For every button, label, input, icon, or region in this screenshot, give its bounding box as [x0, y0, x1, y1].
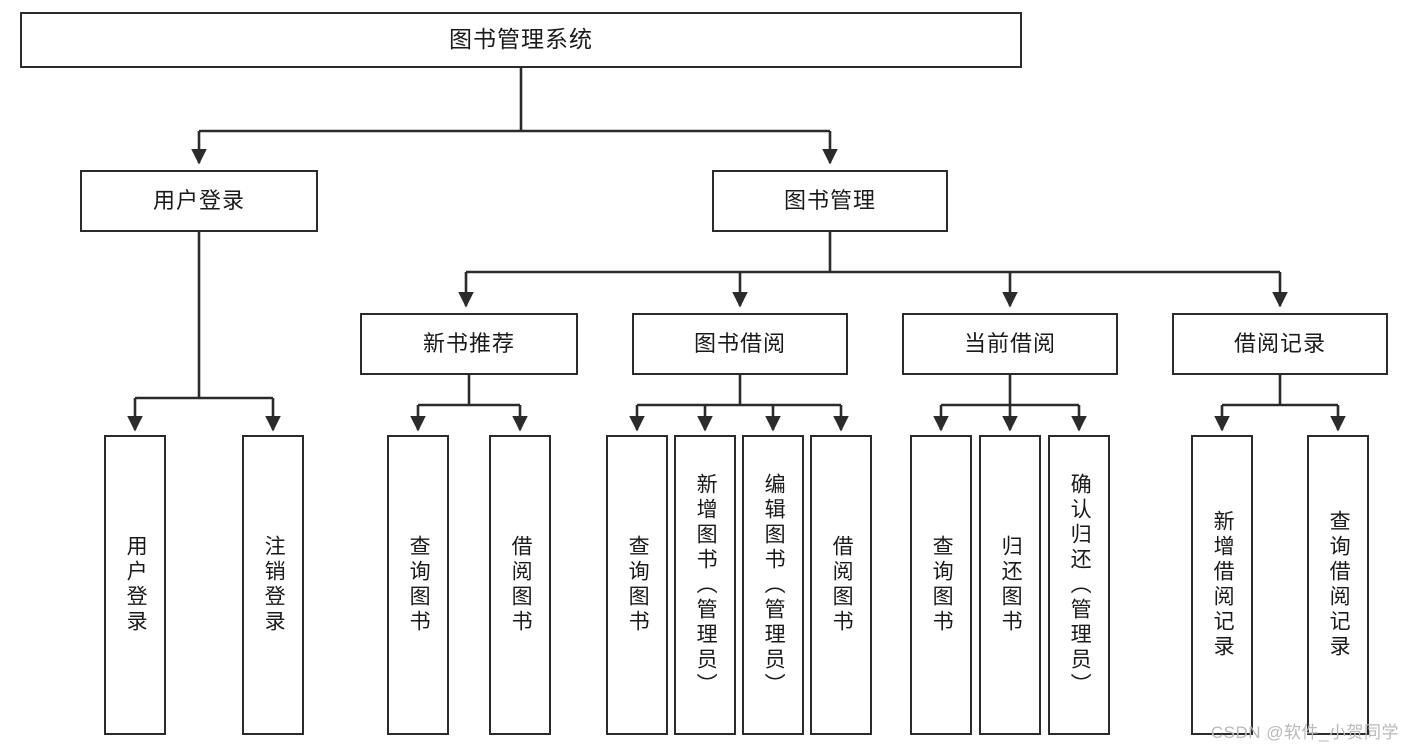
node-leaf-borrow-book-2-label: 借阅图书: [830, 535, 854, 635]
node-new-book-recommend[interactable]: 新书推荐: [360, 313, 578, 375]
node-leaf-logout-label: 注销登录: [262, 535, 286, 635]
node-borrow-records[interactable]: 借阅记录: [1172, 313, 1388, 375]
node-leaf-query-borrow-record[interactable]: 查询借阅记录: [1307, 435, 1369, 735]
node-leaf-user-login[interactable]: 用户登录: [104, 435, 166, 735]
node-leaf-query-book-3[interactable]: 查询图书: [910, 435, 972, 735]
node-borrow-records-label: 借阅记录: [1233, 330, 1326, 356]
node-leaf-return-book-label: 归还图书: [999, 535, 1023, 635]
node-leaf-user-login-label: 用户登录: [124, 535, 148, 635]
node-leaf-borrow-book-1-label: 借阅图书: [509, 535, 533, 635]
node-leaf-query-book-3-label: 查询图书: [930, 535, 954, 635]
node-user-login-label: 用户登录: [152, 187, 245, 213]
node-leaf-add-book-admin[interactable]: 新增图书（管理员）: [674, 435, 736, 735]
node-book-management[interactable]: 图书管理: [712, 170, 948, 232]
node-new-book-recommend-label: 新书推荐: [422, 330, 515, 356]
node-leaf-edit-book-admin-label: 编辑图书（管理员）: [762, 472, 786, 698]
node-leaf-query-book-1-label: 查询图书: [407, 535, 431, 635]
node-leaf-add-book-admin-label: 新增图书（管理员）: [694, 472, 718, 698]
node-leaf-query-book-1[interactable]: 查询图书: [387, 435, 449, 735]
node-root[interactable]: 图书管理系统: [20, 12, 1022, 68]
node-current-borrow[interactable]: 当前借阅: [902, 313, 1118, 375]
node-leaf-query-book-2[interactable]: 查询图书: [606, 435, 668, 735]
watermark: CSDN @软件_小贺同学: [1210, 723, 1399, 742]
node-user-login[interactable]: 用户登录: [80, 170, 318, 232]
node-current-borrow-label: 当前借阅: [963, 330, 1056, 356]
node-leaf-borrow-book-1[interactable]: 借阅图书: [489, 435, 551, 735]
node-book-management-label: 图书管理: [783, 187, 876, 213]
node-leaf-confirm-return-admin-label: 确认归还（管理员）: [1068, 472, 1092, 698]
node-book-borrow[interactable]: 图书借阅: [632, 313, 848, 375]
node-leaf-logout[interactable]: 注销登录: [242, 435, 304, 735]
node-book-borrow-label: 图书借阅: [693, 330, 786, 356]
node-root-label: 图书管理系统: [449, 26, 593, 53]
node-leaf-edit-book-admin[interactable]: 编辑图书（管理员）: [742, 435, 804, 735]
node-leaf-confirm-return-admin[interactable]: 确认归还（管理员）: [1048, 435, 1110, 735]
node-leaf-borrow-book-2[interactable]: 借阅图书: [810, 435, 872, 735]
node-leaf-return-book[interactable]: 归还图书: [979, 435, 1041, 735]
node-leaf-add-borrow-record-label: 新增借阅记录: [1211, 510, 1235, 660]
node-leaf-add-borrow-record[interactable]: 新增借阅记录: [1191, 435, 1253, 735]
node-leaf-query-borrow-record-label: 查询借阅记录: [1327, 510, 1351, 660]
node-leaf-query-book-2-label: 查询图书: [626, 535, 650, 635]
